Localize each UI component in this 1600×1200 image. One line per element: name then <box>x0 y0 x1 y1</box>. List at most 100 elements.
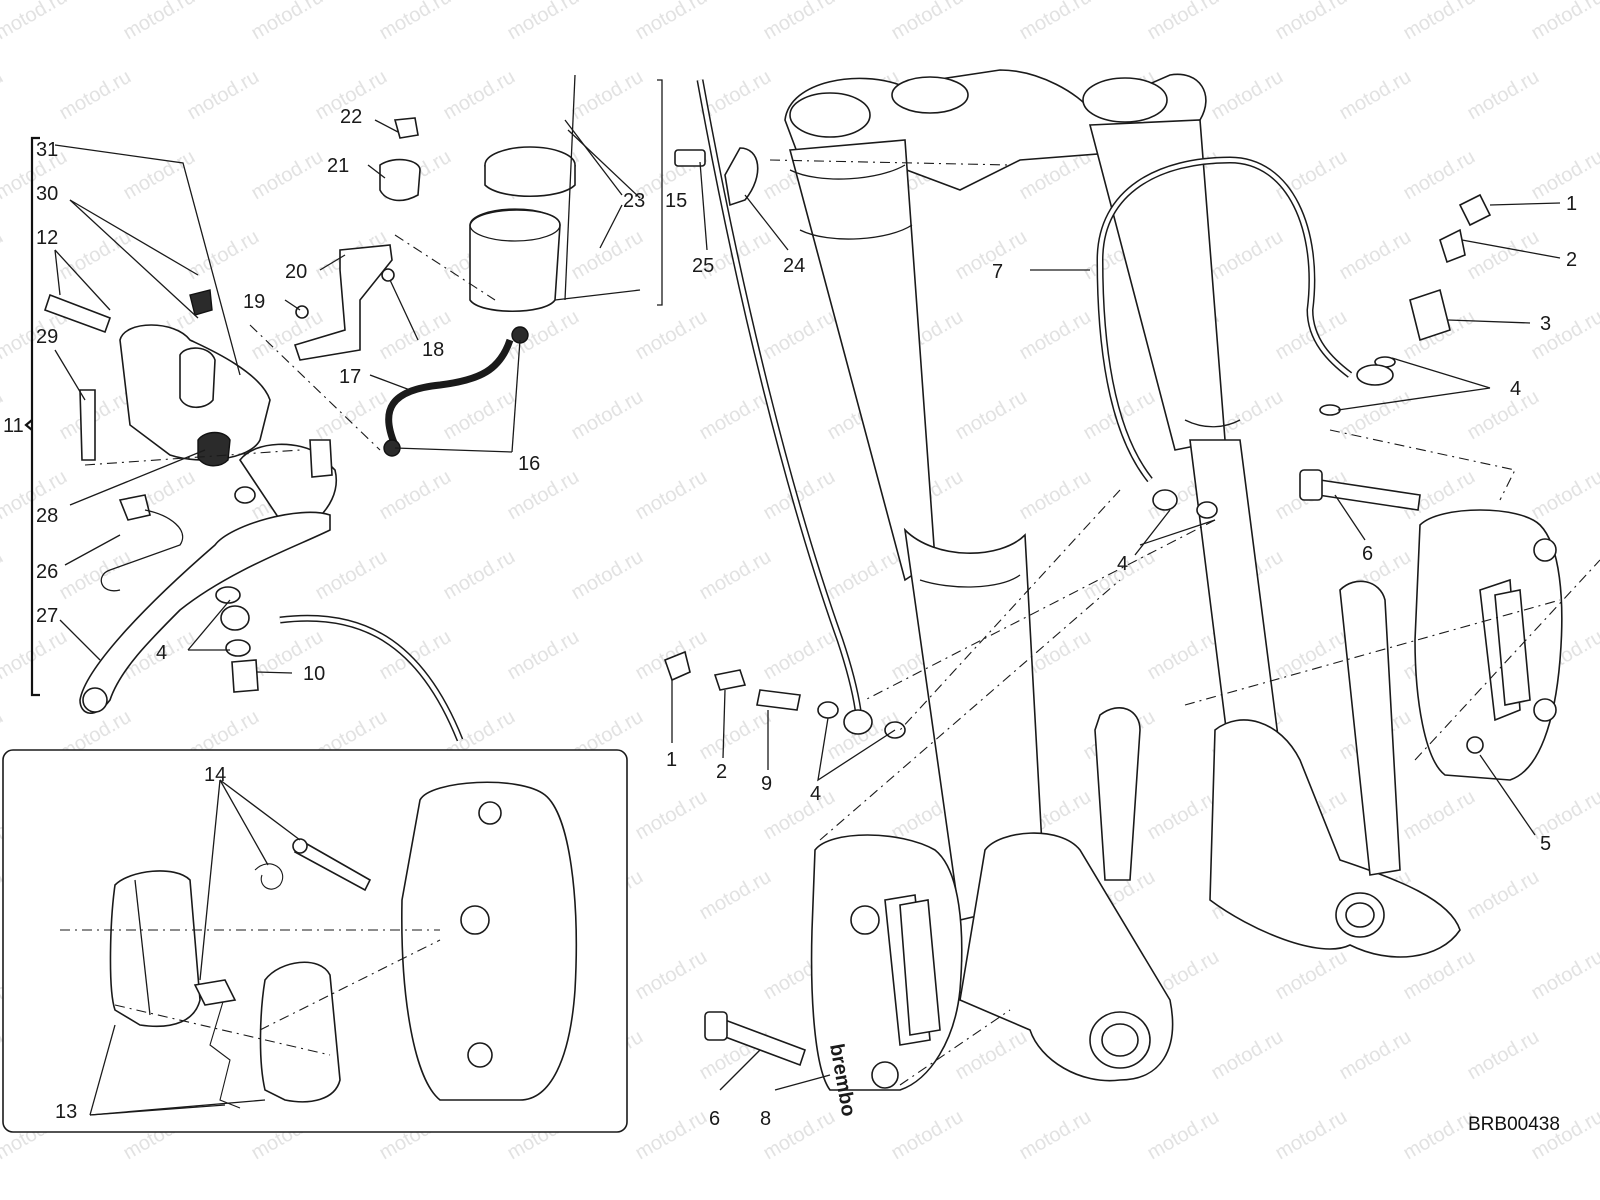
watermark-text: motod.ru <box>1400 0 1479 44</box>
watermark-text: motod.ru <box>1272 946 1351 1005</box>
watermark-text: motod.ru <box>1464 866 1543 925</box>
callout-6: 6 <box>709 1108 720 1130</box>
watermark-text: motod.ru <box>1400 1106 1479 1165</box>
callout-9: 9 <box>761 773 772 795</box>
watermark-text: motod.ru <box>1528 946 1600 1005</box>
callout-22: 22 <box>340 106 362 128</box>
watermark-text: motod.ru <box>760 306 839 365</box>
callout-6: 6 <box>1362 543 1373 565</box>
reservoir-assembly <box>293 74 576 457</box>
watermark-text: motod.ru <box>1144 0 1223 44</box>
watermark-text: motod.ru <box>1016 0 1095 44</box>
watermark-text: motod.ru <box>1528 146 1600 205</box>
watermark-text: motod.ru <box>0 626 71 685</box>
callout-11: 11 <box>3 415 24 437</box>
watermark-text: motod.ru <box>568 546 647 605</box>
watermark-text: motod.ru <box>1272 146 1351 205</box>
watermark-text: motod.ru <box>504 0 583 44</box>
callout-4: 4 <box>156 642 167 664</box>
callout-8: 8 <box>760 1108 771 1130</box>
watermark-text: motod.ru <box>568 66 647 125</box>
callout-10: 10 <box>303 663 325 685</box>
callout-23: 23 <box>623 190 645 212</box>
watermark-text: motod.ru <box>0 226 7 285</box>
watermark-text: motod.ru <box>1464 226 1543 285</box>
callout-17: 17 <box>339 366 361 388</box>
pad-detail-inset <box>2 749 628 1133</box>
watermark-text: motod.ru <box>184 226 263 285</box>
callout-13: 13 <box>55 1101 77 1123</box>
callout-15: 15 <box>665 190 687 212</box>
callout-4: 4 <box>1510 378 1521 400</box>
callout-16: 16 <box>518 453 540 475</box>
watermark-text: motod.ru <box>1528 786 1600 845</box>
caliper-bolts <box>704 469 1421 1067</box>
callout-2: 2 <box>1566 249 1577 271</box>
watermark-text: motod.ru <box>312 546 391 605</box>
watermark-text: motod.ru <box>1144 786 1223 845</box>
dashed-lines <box>84 159 1600 1086</box>
watermark-text: motod.ru <box>440 546 519 605</box>
watermark-text: motod.ru <box>1464 1026 1543 1085</box>
watermark-text: motod.ru <box>376 626 455 685</box>
brake-hoses <box>279 79 1353 742</box>
watermark-text: motod.ru <box>0 66 7 125</box>
watermark-text: motod.ru <box>632 0 711 44</box>
front-fork <box>784 69 1461 1082</box>
watermark-text: motod.ru <box>632 786 711 845</box>
watermark-text: motod.ru <box>632 946 711 1005</box>
callout-21: 21 <box>327 155 349 177</box>
master-cylinder-assembly <box>43 289 337 714</box>
watermark-text: motod.ru <box>1528 0 1600 44</box>
watermark-text: motod.ru <box>0 0 71 44</box>
callout-4: 4 <box>810 783 821 805</box>
watermark-text: motod.ru <box>1400 146 1479 205</box>
callout-7: 7 <box>992 261 1003 283</box>
callout-31: 31 <box>36 139 58 161</box>
watermark-text: motod.ru <box>504 466 583 525</box>
watermark-text: motod.ru <box>1016 306 1095 365</box>
callout-20: 20 <box>285 261 307 283</box>
watermark-text: motod.ru <box>0 546 7 605</box>
watermark-text: motod.ru <box>120 0 199 44</box>
watermark-text: motod.ru <box>376 0 455 44</box>
watermark-text: motod.ru <box>1464 66 1543 125</box>
callout-1: 1 <box>1566 193 1577 215</box>
callout-4: 4 <box>1117 553 1128 575</box>
watermark-text: motod.ru <box>1272 0 1351 44</box>
callout-28: 28 <box>36 505 58 527</box>
watermark-text: motod.ru <box>440 66 519 125</box>
watermark-text: motod.ru <box>632 466 711 525</box>
watermark-text: motod.ru <box>376 466 455 525</box>
watermark-text: motod.ru <box>760 626 839 685</box>
callout-30: 30 <box>36 183 58 205</box>
callout-18: 18 <box>422 339 444 361</box>
drawing-code: BRB00438 <box>1468 1114 1560 1135</box>
callout-labels: 1 2 3 4 5 6 7 4 1 2 9 4 6 8 25 24 15 23 … <box>3 106 1577 1130</box>
watermark-text: motod.ru <box>56 546 135 605</box>
callout-3: 3 <box>1540 313 1551 335</box>
watermark-text: motod.ru <box>632 306 711 365</box>
watermark-text: motod.ru <box>1144 1106 1223 1165</box>
watermark-text: motod.ru <box>696 866 775 925</box>
callout-26: 26 <box>36 561 58 583</box>
watermark-text: motod.ru <box>824 546 903 605</box>
callout-14: 14 <box>204 764 226 786</box>
watermark-text: motod.ru <box>1400 786 1479 845</box>
watermark-text: motod.ru <box>1016 466 1095 525</box>
watermark-text: motod.ru <box>696 546 775 605</box>
callout-29: 29 <box>36 326 58 348</box>
watermark-text: motod.ru <box>1272 1106 1351 1165</box>
callout-25: 25 <box>692 255 714 277</box>
watermark-text: motod.ru <box>1016 1106 1095 1165</box>
watermark-text: motod.ru <box>440 386 519 445</box>
watermark-text: motod.ru <box>1464 386 1543 445</box>
watermark-text: motod.ru <box>696 706 775 765</box>
watermark-text: motod.ru <box>952 1026 1031 1085</box>
watermark-text: motod.ru <box>1208 1026 1287 1085</box>
watermark-text: motod.ru <box>888 1106 967 1165</box>
watermark-text: motod.ru <box>1144 626 1223 685</box>
watermark-text: motod.ru <box>504 626 583 685</box>
watermark-text: motod.ru <box>1528 306 1600 365</box>
